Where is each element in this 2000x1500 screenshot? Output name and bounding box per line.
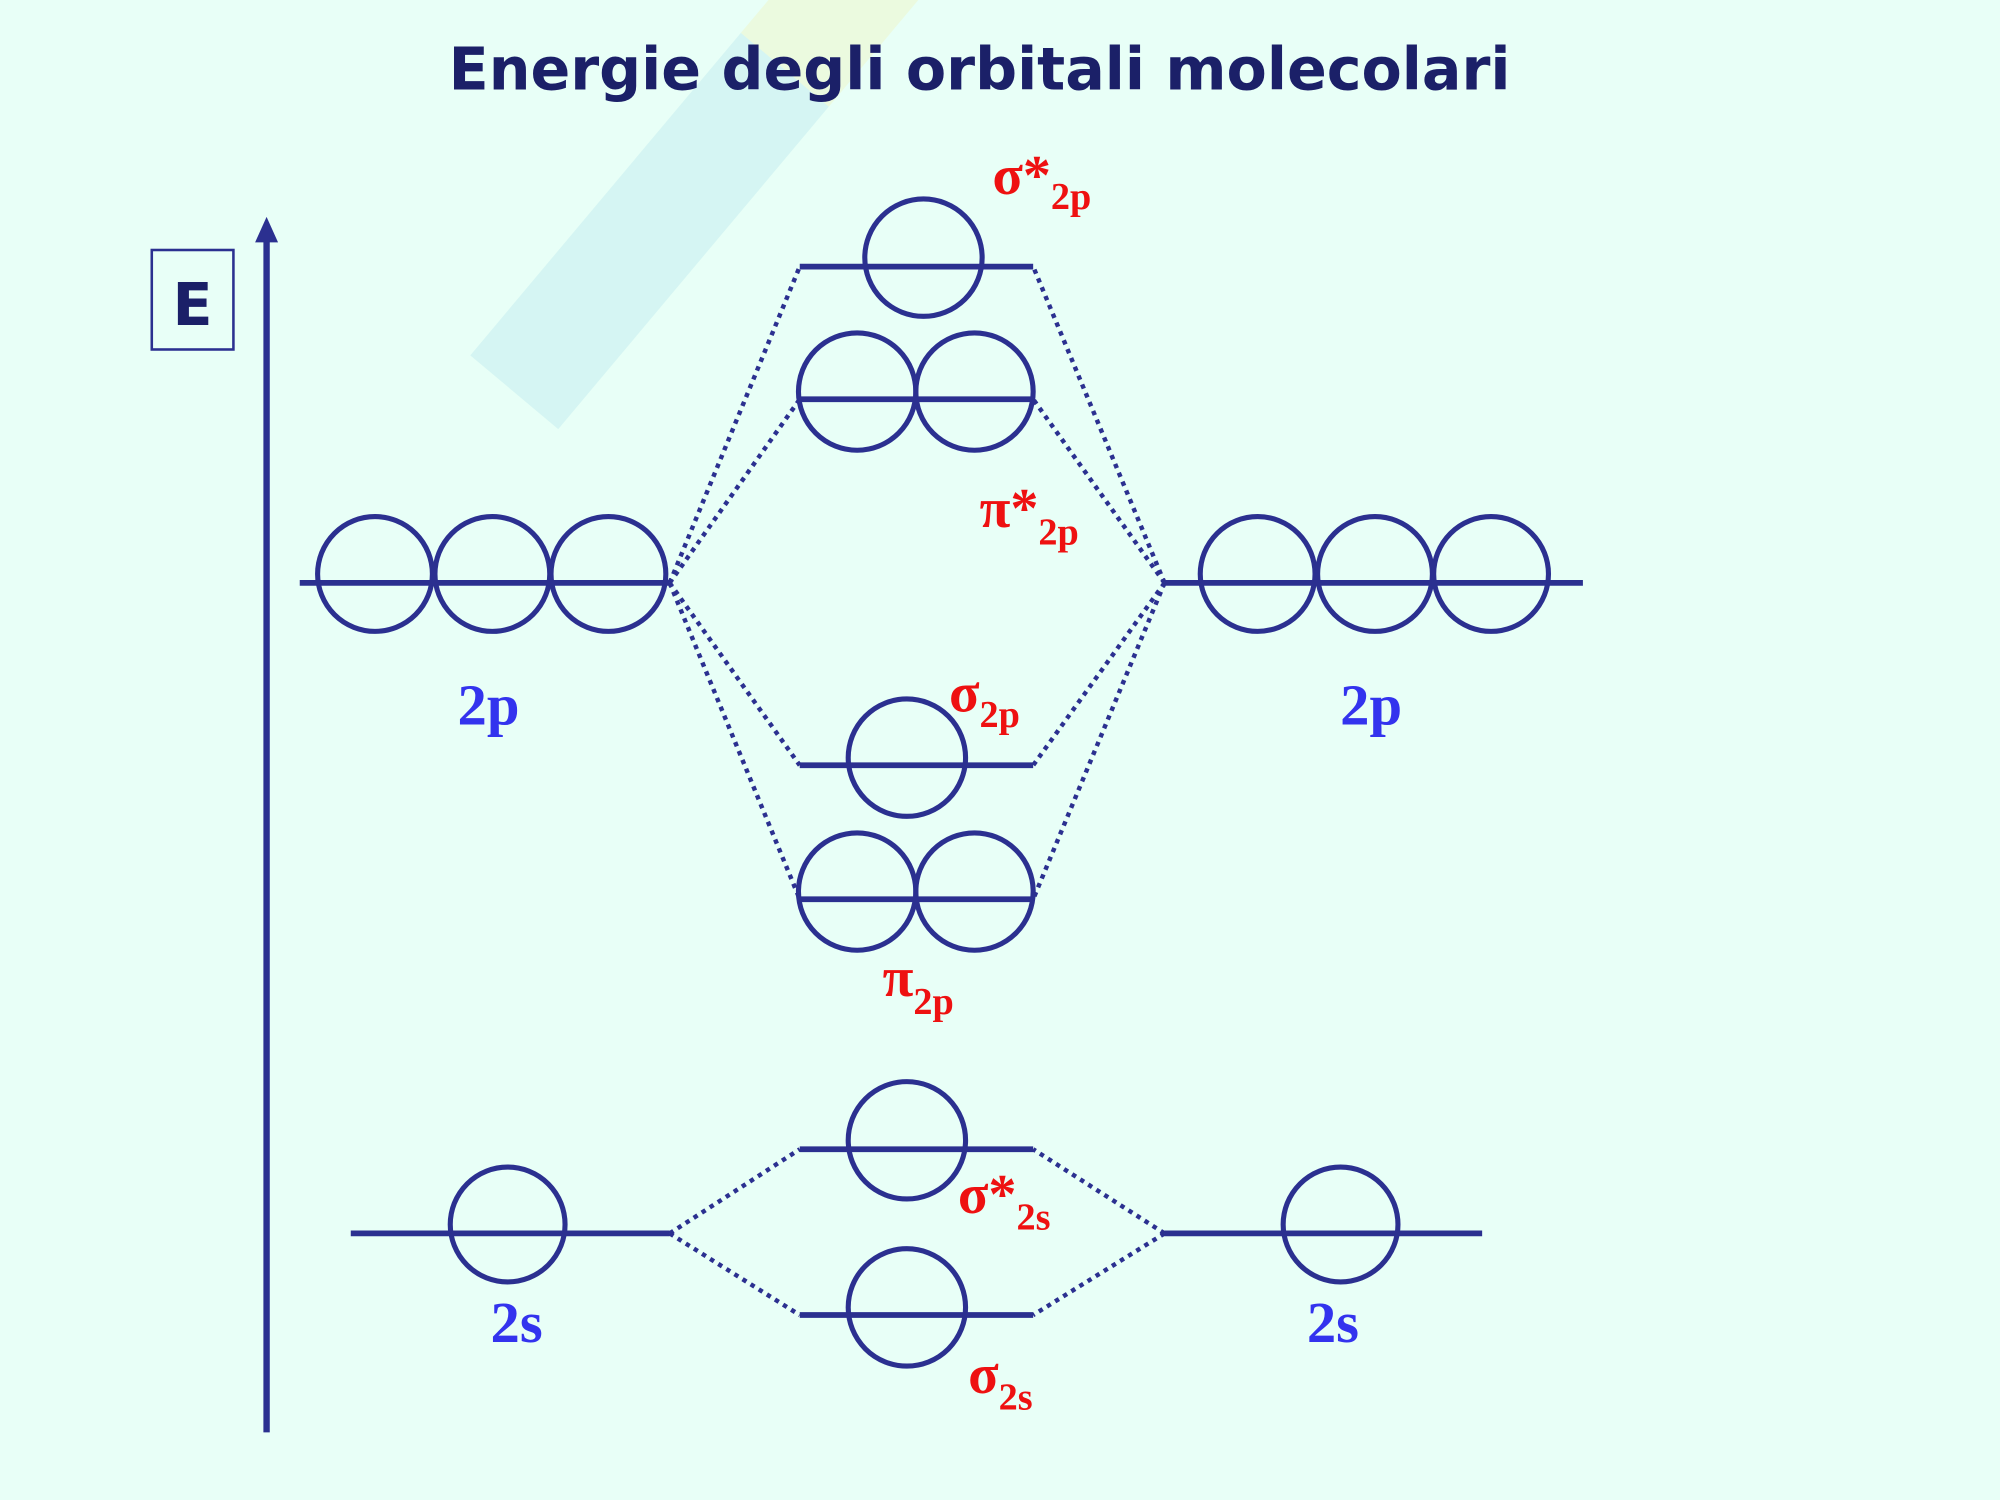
pi-2p-label: π2p bbox=[883, 947, 954, 1023]
sigma-2s-level: σ2s bbox=[799, 1246, 1034, 1419]
left-2p-label: 2p bbox=[458, 672, 520, 737]
sigma-star-2s-level: σ*2s bbox=[799, 1079, 1051, 1239]
left-2s-label: 2s bbox=[491, 1290, 543, 1355]
pi-star-2p-level: π*2p bbox=[795, 330, 1079, 554]
arrow-up-icon bbox=[255, 216, 279, 243]
sigma-2s-label: σ2s bbox=[968, 1344, 1033, 1419]
left-2p-level: 2p bbox=[299, 514, 670, 737]
pi-star-2p-label: π*2p bbox=[980, 478, 1079, 554]
pi-2p-level: π2p bbox=[795, 830, 1036, 1023]
watermark-logo bbox=[470, 0, 919, 430]
sigma-2p-level: σ2p bbox=[799, 663, 1034, 819]
right-2s-level: 2s bbox=[1164, 1164, 1483, 1355]
page-title: Energie degli orbitali molecolari bbox=[449, 35, 1511, 103]
sigma-star-2p-level: σ*2p bbox=[799, 145, 1091, 319]
sigma-2p-label: σ2p bbox=[949, 663, 1020, 736]
right-2p-label: 2p bbox=[1340, 672, 1402, 737]
right-2s-label: 2s bbox=[1307, 1290, 1359, 1355]
sigma-star-2p-label: σ*2p bbox=[992, 145, 1091, 218]
sigma-star-2s-label: σ*2s bbox=[958, 1164, 1051, 1239]
energy-label-box bbox=[150, 248, 235, 351]
correlation-lines bbox=[667, 265, 1167, 1317]
energy-axis: E bbox=[150, 216, 279, 1433]
left-2s-level: 2s bbox=[350, 1164, 670, 1355]
energy-label: E bbox=[173, 271, 213, 339]
right-2p-level: 2p bbox=[1164, 514, 1583, 737]
